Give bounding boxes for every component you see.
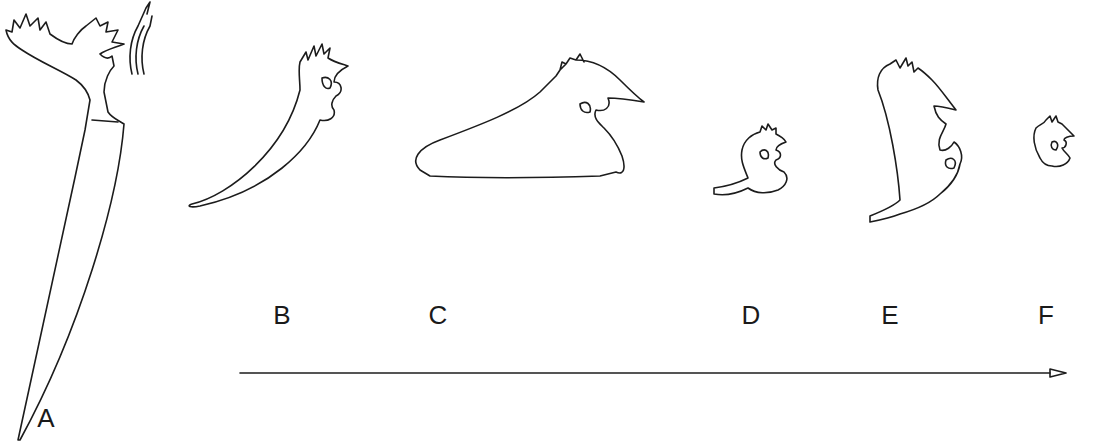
sequence-arrow [240,372,1050,374]
figure-letter: C [429,302,448,328]
figure-letter: F [1038,302,1054,328]
appendage-b [189,44,348,207]
appendage-f [1034,116,1074,167]
figure-letter: B [273,302,290,328]
appendage-a-joint [92,120,118,122]
sequence-arrowhead [1050,369,1066,377]
appendage-c [416,54,644,178]
figure-letter: D [742,302,761,328]
figure-letter: E [881,302,898,328]
figure-letter: A [37,405,54,431]
appendage-d [714,124,787,195]
appendage-a [6,14,124,440]
appendage-e [870,58,962,222]
appendage-a-lamina [130,2,152,74]
